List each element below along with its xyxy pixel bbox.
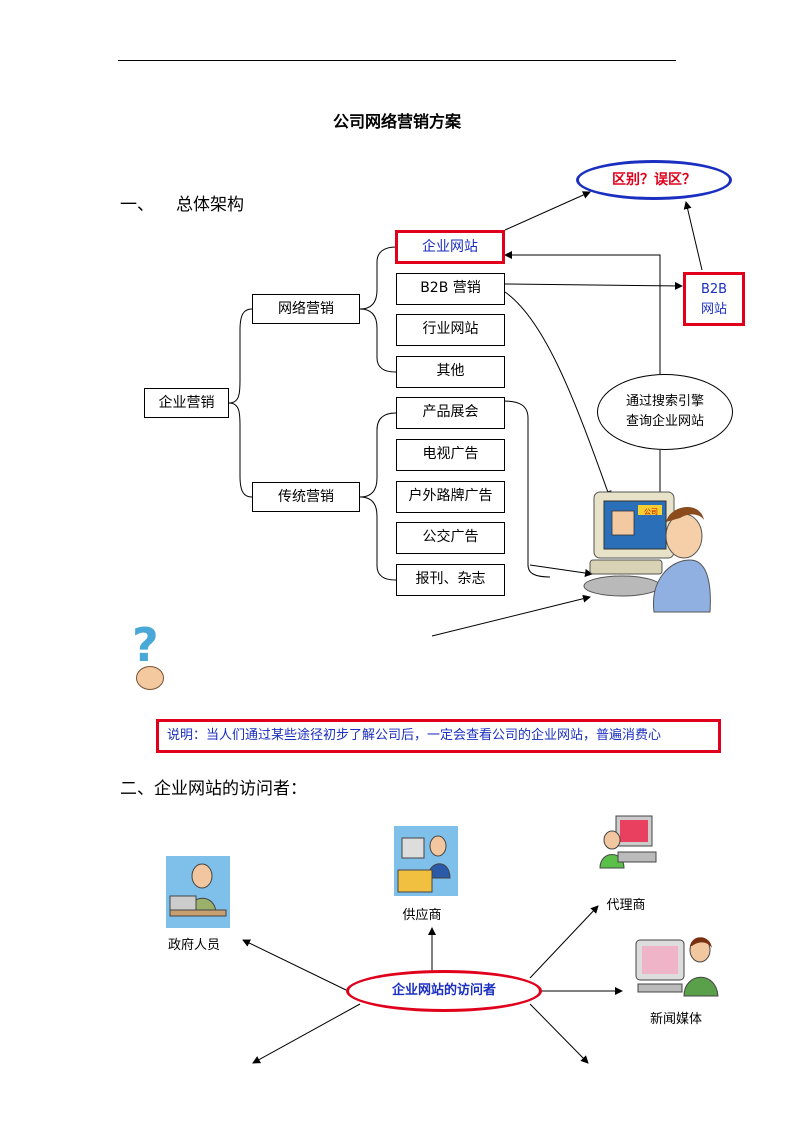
- visitors-center-text: 企业网站的访问者: [392, 983, 496, 998]
- media-icon: [634, 932, 720, 998]
- government-icon: [166, 856, 230, 928]
- visitors-center-ellipse: 企业网站的访问者: [346, 970, 542, 1012]
- agent-label: 代理商: [582, 894, 670, 913]
- government-label: 政府人员: [150, 934, 238, 953]
- media-label: 新闻媒体: [632, 1008, 720, 1027]
- supplier-label: 供应商: [378, 904, 466, 923]
- agent-icon: [594, 812, 658, 886]
- supplier-icon: [394, 826, 458, 896]
